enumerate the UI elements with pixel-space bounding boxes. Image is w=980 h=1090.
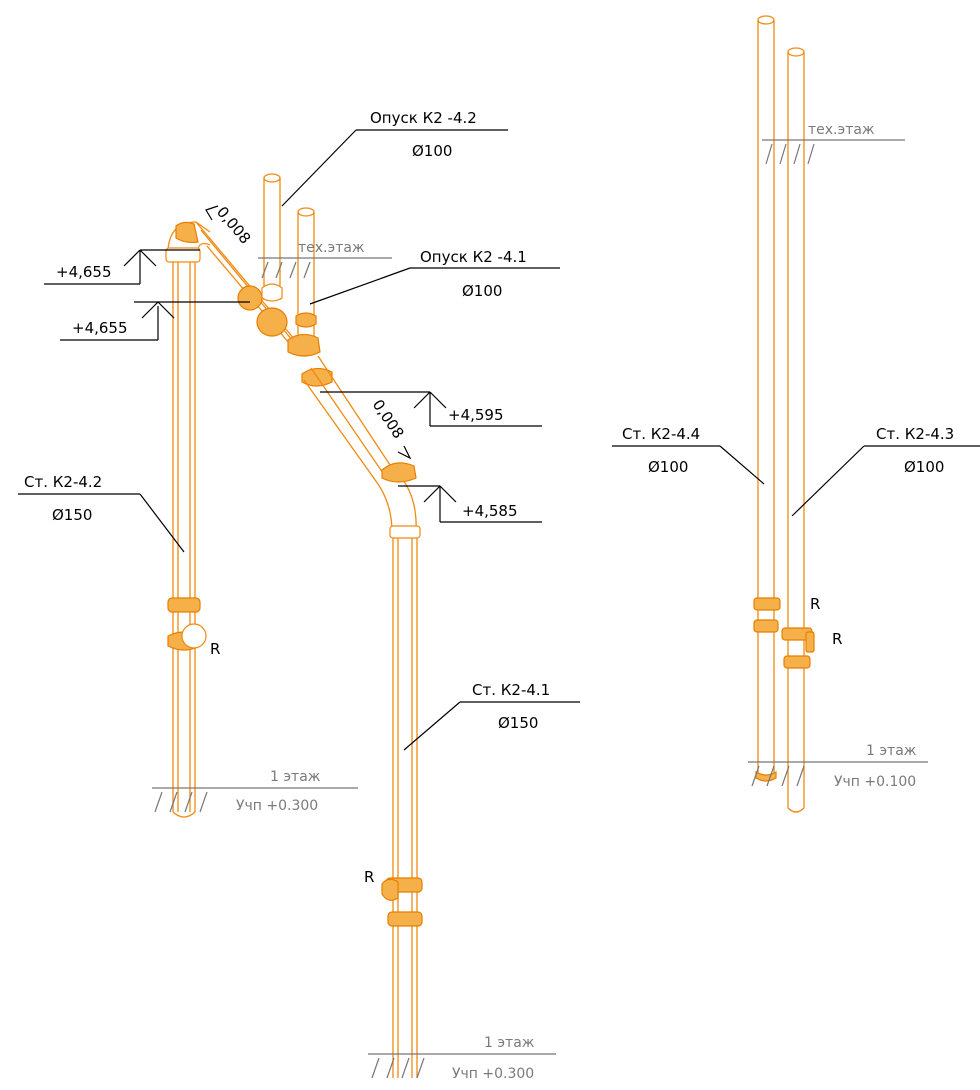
drop-k2-4-2-dia: Ø100 [412, 142, 452, 160]
elevation-value-4: +4,585 [462, 502, 518, 520]
revision-mark-k2-4-1: R [364, 868, 374, 886]
sloped-pipe-lower [303, 355, 393, 485]
bend-top-left [165, 221, 211, 263]
floor1-name-left: 1 этаж [270, 769, 321, 785]
elevation-mark-1: +4,655 [44, 249, 200, 285]
riser-k2-4-4-dia: Ø100 [648, 458, 688, 476]
floor1-level-middle: 1 этаж Учп +0.300 [368, 1035, 556, 1082]
drop-k2-4-2-callout: Опуск К2 -4.2 Ø100 [281, 109, 508, 207]
bend-lower [377, 462, 421, 539]
elevation-value-2: +4,655 [72, 319, 128, 337]
revision-fittings-right [753, 597, 815, 782]
drop-k2-4-2-label: Опуск К2 -4.2 [370, 109, 477, 127]
revision-mark-k2-4-3: R [832, 630, 842, 648]
floor1-mark-left: Учп +0.300 [236, 798, 318, 814]
riser-k2-4-2-callout: Ст. К2-4.2 Ø150 [18, 473, 185, 553]
floor1-mark-right: Учп +0.100 [834, 774, 916, 790]
slope-value-upper: 0,008 [213, 203, 254, 247]
riser-k2-4-1-dia: Ø150 [498, 714, 538, 732]
riser-k2-4-4-pipe [757, 15, 775, 778]
floor1-level-right: 1 этаж Учп +0.100 [748, 743, 928, 790]
riser-k2-4-3-callout: Ст. К2-4.3 Ø100 [791, 425, 980, 517]
riser-k2-4-4-label: Ст. К2-4.4 [622, 425, 700, 443]
drop-k2-4-1-pipe [297, 207, 315, 352]
drop-k2-4-1-label: Опуск К2 -4.1 [420, 248, 527, 266]
tech-floor-label-right: тех.этаж [808, 122, 875, 138]
riser-k2-4-2-dia: Ø150 [52, 506, 92, 524]
riser-k2-4-3-dia: Ø100 [904, 458, 944, 476]
riser-k2-4-1-pipe [392, 538, 418, 1078]
tech-floor-level-left: тех.этаж [258, 240, 392, 279]
revision-fitting-k2-4-1 [381, 877, 423, 927]
floor1-name-right: 1 этаж [866, 743, 917, 759]
floor1-mark-middle: Учп +0.300 [452, 1066, 534, 1082]
riser-k2-4-4-callout: Ст. К2-4.4 Ø100 [612, 425, 765, 485]
tee-fittings-upper [237, 283, 333, 387]
riser-k2-4-3-label: Ст. К2-4.3 [876, 425, 954, 443]
riser-k2-4-1-callout: Ст. К2-4.1 Ø150 [403, 681, 580, 751]
tech-floor-level-right: тех.этаж [762, 122, 905, 165]
drop-k2-4-1-dia: Ø100 [462, 282, 502, 300]
slope-mark-upper: 0,008 [205, 203, 254, 247]
floor1-name-middle: 1 этаж [484, 1035, 535, 1051]
revision-mark-k2-4-4: R [810, 595, 820, 613]
elevation-mark-3: +4,595 [320, 391, 542, 427]
drop-k2-4-2-pipe [263, 173, 281, 300]
slope-mark-lower: 0,008 [369, 396, 412, 460]
riser-k2-4-1-label: Ст. К2-4.1 [472, 681, 550, 699]
riser-k2-4-2-label: Ст. К2-4.2 [24, 473, 102, 491]
slope-value-lower: 0,008 [369, 396, 408, 442]
revision-mark-k2-4-2: R [210, 640, 220, 658]
elevation-mark-4: +4,585 [398, 485, 542, 523]
elevation-value-1: +4,655 [56, 263, 112, 281]
riser-k2-4-3-pipe [787, 47, 805, 813]
riser-k2-4-2-pipe [172, 262, 196, 818]
elevation-value-3: +4,595 [448, 406, 504, 424]
drop-k2-4-1-callout: Опуск К2 -4.1 Ø100 [309, 248, 560, 305]
floor1-level-left: 1 этаж Учп +0.300 [152, 769, 358, 814]
tech-floor-label-left: тех.этаж [298, 240, 365, 256]
elevation-mark-2: +4,655 [60, 301, 250, 341]
revision-fitting-k2-4-2 [167, 597, 207, 651]
